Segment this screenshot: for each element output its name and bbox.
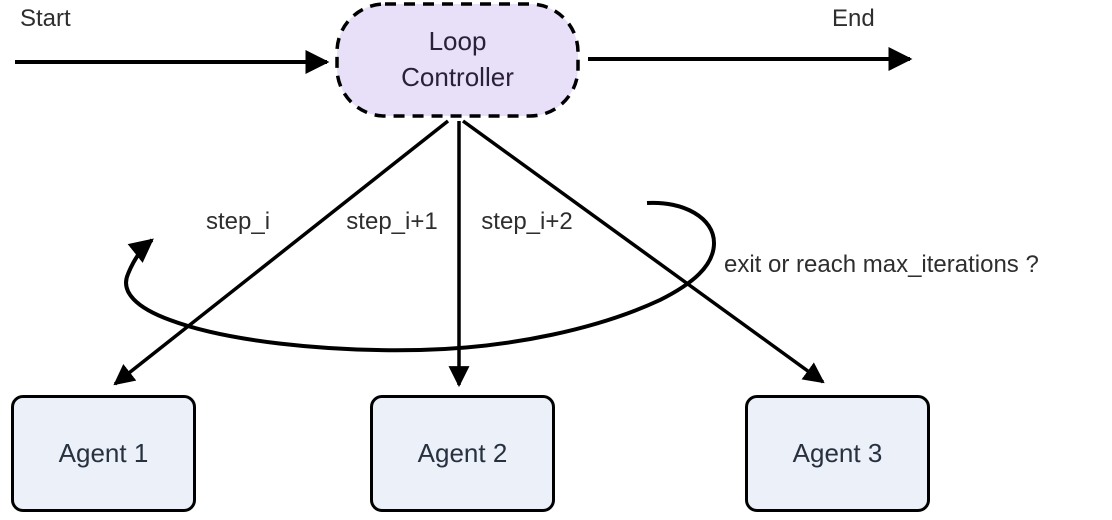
- start-label: Start: [20, 5, 71, 32]
- agent-1-node: Agent 1: [11, 395, 196, 512]
- loop-controller-label: Loop Controller: [401, 26, 514, 92]
- agent-2-node: Agent 2: [370, 395, 555, 512]
- agent-3-label: Agent 3: [792, 438, 883, 468]
- edge-controller-to-agent1: [113, 119, 450, 386]
- edge-label-step-i: step_i: [205, 208, 271, 235]
- edge-label-step-i2: step_i+2: [481, 208, 573, 235]
- loop-condition-label: exit or reach max_iterations ?: [724, 251, 1039, 278]
- edge-loop-back-arc: [124, 200, 717, 353]
- loop-controller-node-shape: [335, 2, 580, 118]
- edge-label-step-i1: step_i+1: [346, 208, 438, 235]
- agent-1-label: Agent 1: [58, 438, 149, 468]
- edge-controller-to-agent3: [461, 119, 825, 384]
- loop-controller-node: Loop Controller: [335, 2, 580, 118]
- end-label: End: [832, 5, 875, 32]
- agent-3-node: Agent 3: [745, 395, 930, 512]
- agent-2-label: Agent 2: [417, 438, 508, 468]
